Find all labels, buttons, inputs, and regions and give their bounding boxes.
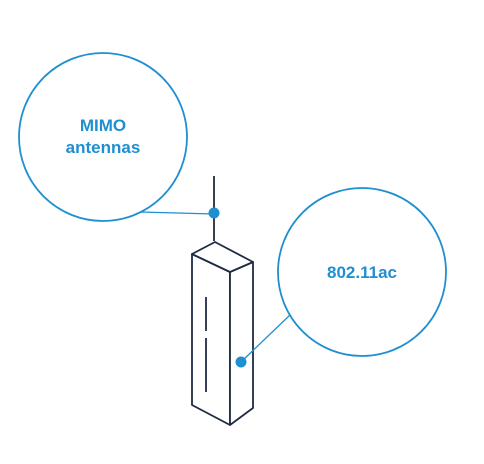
antennas-label-line1: MIMO (79, 116, 127, 135)
device-right-face (229, 261, 254, 426)
standard-label-line1: 802.11ac (327, 263, 397, 282)
device-top-face (191, 241, 254, 273)
antennas-callout-circle (18, 52, 188, 222)
standard-callout-label: 802.11ac (277, 262, 447, 284)
standard-callout-circle (277, 187, 447, 357)
device-left-face (191, 253, 231, 426)
antenna-marker-dot (208, 207, 220, 219)
antennas-label-line2: antennas (65, 138, 141, 157)
access-point-device (191, 241, 254, 426)
device-marker-dot (235, 356, 247, 368)
antennas-leader-line (139, 211, 215, 215)
antennas-callout-label: MIMO antennas (20, 115, 186, 159)
standard-leader-line (240, 314, 291, 363)
